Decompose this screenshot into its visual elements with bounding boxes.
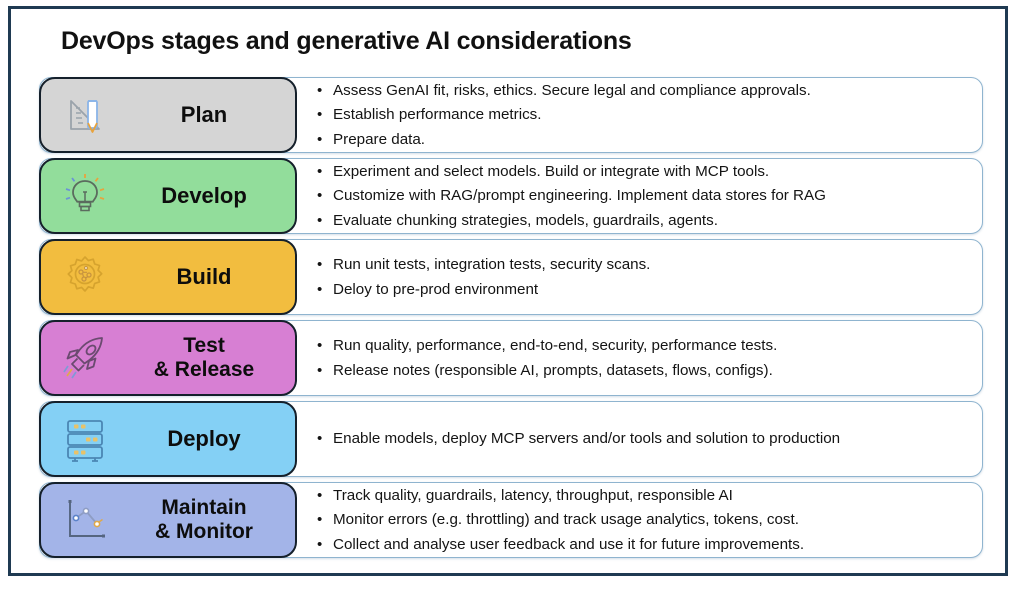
bullet-item: • Evaluate chunking strategies, models, g… xyxy=(311,208,969,233)
lightbulb-icon xyxy=(47,165,123,227)
stage-row-build: • Run unit tests, integration tests, secu… xyxy=(39,239,983,315)
bullet-dot-icon: • xyxy=(317,511,323,529)
stage-chip-plan[interactable]: Plan xyxy=(39,77,297,153)
bullet-text: Establish performance metrics. xyxy=(333,106,542,124)
stage-label-develop: Develop xyxy=(161,182,247,208)
slide-frame: DevOps stages and generative AI consider… xyxy=(8,6,1008,576)
bullet-dot-icon: • xyxy=(317,430,323,448)
bullet-dot-icon: • xyxy=(317,255,323,273)
bullet-text: Collect and analyse user feedback and us… xyxy=(333,535,805,553)
bullet-item: • Experiment and select models. Build or … xyxy=(311,159,969,184)
bullet-item: • Assess GenAI fit, risks, ethics. Secure… xyxy=(311,78,969,103)
stage-row-deploy: • Enable models, deploy MCP servers and/o… xyxy=(39,401,983,477)
stage-list: • Assess GenAI fit, risks, ethics. Secure… xyxy=(39,77,983,563)
bullet-text: Experiment and select models. Build or i… xyxy=(333,162,770,180)
gear-icon xyxy=(47,246,123,308)
bullet-dot-icon: • xyxy=(317,187,323,205)
bullet-item: • Release notes (responsible AI, prompts,… xyxy=(311,358,969,383)
bullet-text: Track quality, guardrails, latency, thro… xyxy=(333,486,733,504)
stage-label-build: Build xyxy=(176,263,232,289)
stage-label-deploy: Deploy xyxy=(167,425,241,451)
page-title: DevOps stages and generative AI consider… xyxy=(61,27,632,55)
stage-chip-develop[interactable]: Develop xyxy=(39,158,297,234)
stage-bullets-develop: • Experiment and select models. Build or … xyxy=(311,158,969,234)
bullet-dot-icon: • xyxy=(317,162,323,180)
bullet-text: Run unit tests, integration tests, secur… xyxy=(333,255,651,273)
bullet-text: Release notes (responsible AI, prompts, … xyxy=(333,361,773,379)
bullet-item: • Establish performance metrics. xyxy=(311,103,969,128)
rocket-icon xyxy=(47,327,123,389)
bullet-dot-icon: • xyxy=(317,280,323,298)
stage-chip-deploy[interactable]: Deploy xyxy=(39,401,297,477)
bullet-text: Prepare data. xyxy=(333,130,426,148)
stage-bullets-plan: • Assess GenAI fit, risks, ethics. Secure… xyxy=(311,77,969,153)
stage-row-plan: • Assess GenAI fit, risks, ethics. Secure… xyxy=(39,77,983,153)
stage-label-plan: Plan xyxy=(180,101,228,127)
stage-bullets-build: • Run unit tests, integration tests, secu… xyxy=(311,239,969,315)
bullet-dot-icon: • xyxy=(317,130,323,148)
bullet-item: • Enable models, deploy MCP servers and/o… xyxy=(311,427,969,452)
stage-row-maintain: • Track quality, guardrails, latency, thr… xyxy=(39,482,983,558)
bullet-item: • Collect and analyse user feedback and u… xyxy=(311,532,969,557)
stage-label-test: Test & Release xyxy=(153,334,255,381)
stage-row-test: • Run quality, performance, end-to-end, s… xyxy=(39,320,983,396)
stage-bullets-deploy: • Enable models, deploy MCP servers and/o… xyxy=(311,401,969,477)
bullet-item: • Run quality, performance, end-to-end, s… xyxy=(311,333,969,358)
bullet-text: Enable models, deploy MCP servers and/or… xyxy=(333,430,841,448)
bullet-text: Evaluate chunking strategies, models, gu… xyxy=(333,211,718,229)
bullet-text: Assess GenAI fit, risks, ethics. Secure … xyxy=(333,81,811,99)
bullet-dot-icon: • xyxy=(317,535,323,553)
stage-label-maintain: Maintain & Monitor xyxy=(155,496,253,543)
stage-bullets-test: • Run quality, performance, end-to-end, s… xyxy=(311,320,969,396)
bullet-dot-icon: • xyxy=(317,211,323,229)
bullet-text: Customize with RAG/prompt engineering. I… xyxy=(333,187,826,205)
bullet-item: • Monitor errors (e.g. throttling) and tr… xyxy=(311,508,969,533)
bullet-item: • Prepare data. xyxy=(311,127,969,152)
stage-row-develop: • Experiment and select models. Build or … xyxy=(39,158,983,234)
stage-chip-maintain[interactable]: Maintain & Monitor xyxy=(39,482,297,558)
bullet-dot-icon: • xyxy=(317,486,323,504)
bullet-dot-icon: • xyxy=(317,361,323,379)
bullet-dot-icon: • xyxy=(317,336,323,354)
bullet-text: Deloy to pre-prod environment xyxy=(333,280,539,298)
stage-chip-test[interactable]: Test & Release xyxy=(39,320,297,396)
ruler-pencil-icon xyxy=(47,84,123,146)
stage-bullets-maintain: • Track quality, guardrails, latency, thr… xyxy=(311,482,969,558)
bullet-dot-icon: • xyxy=(317,106,323,124)
bullet-item: • Run unit tests, integration tests, secu… xyxy=(311,252,969,277)
bullet-item: • Track quality, guardrails, latency, thr… xyxy=(311,483,969,508)
bullet-item: • Deloy to pre-prod environment xyxy=(311,277,969,302)
bullet-text: Run quality, performance, end-to-end, se… xyxy=(333,336,778,354)
bullet-dot-icon: • xyxy=(317,81,323,99)
bullet-text: Monitor errors (e.g. throttling) and tra… xyxy=(333,511,799,529)
bullet-item: • Customize with RAG/prompt engineering. … xyxy=(311,184,969,209)
line-chart-icon xyxy=(47,489,123,551)
stage-chip-build[interactable]: Build xyxy=(39,239,297,315)
server-rack-icon xyxy=(47,408,123,470)
